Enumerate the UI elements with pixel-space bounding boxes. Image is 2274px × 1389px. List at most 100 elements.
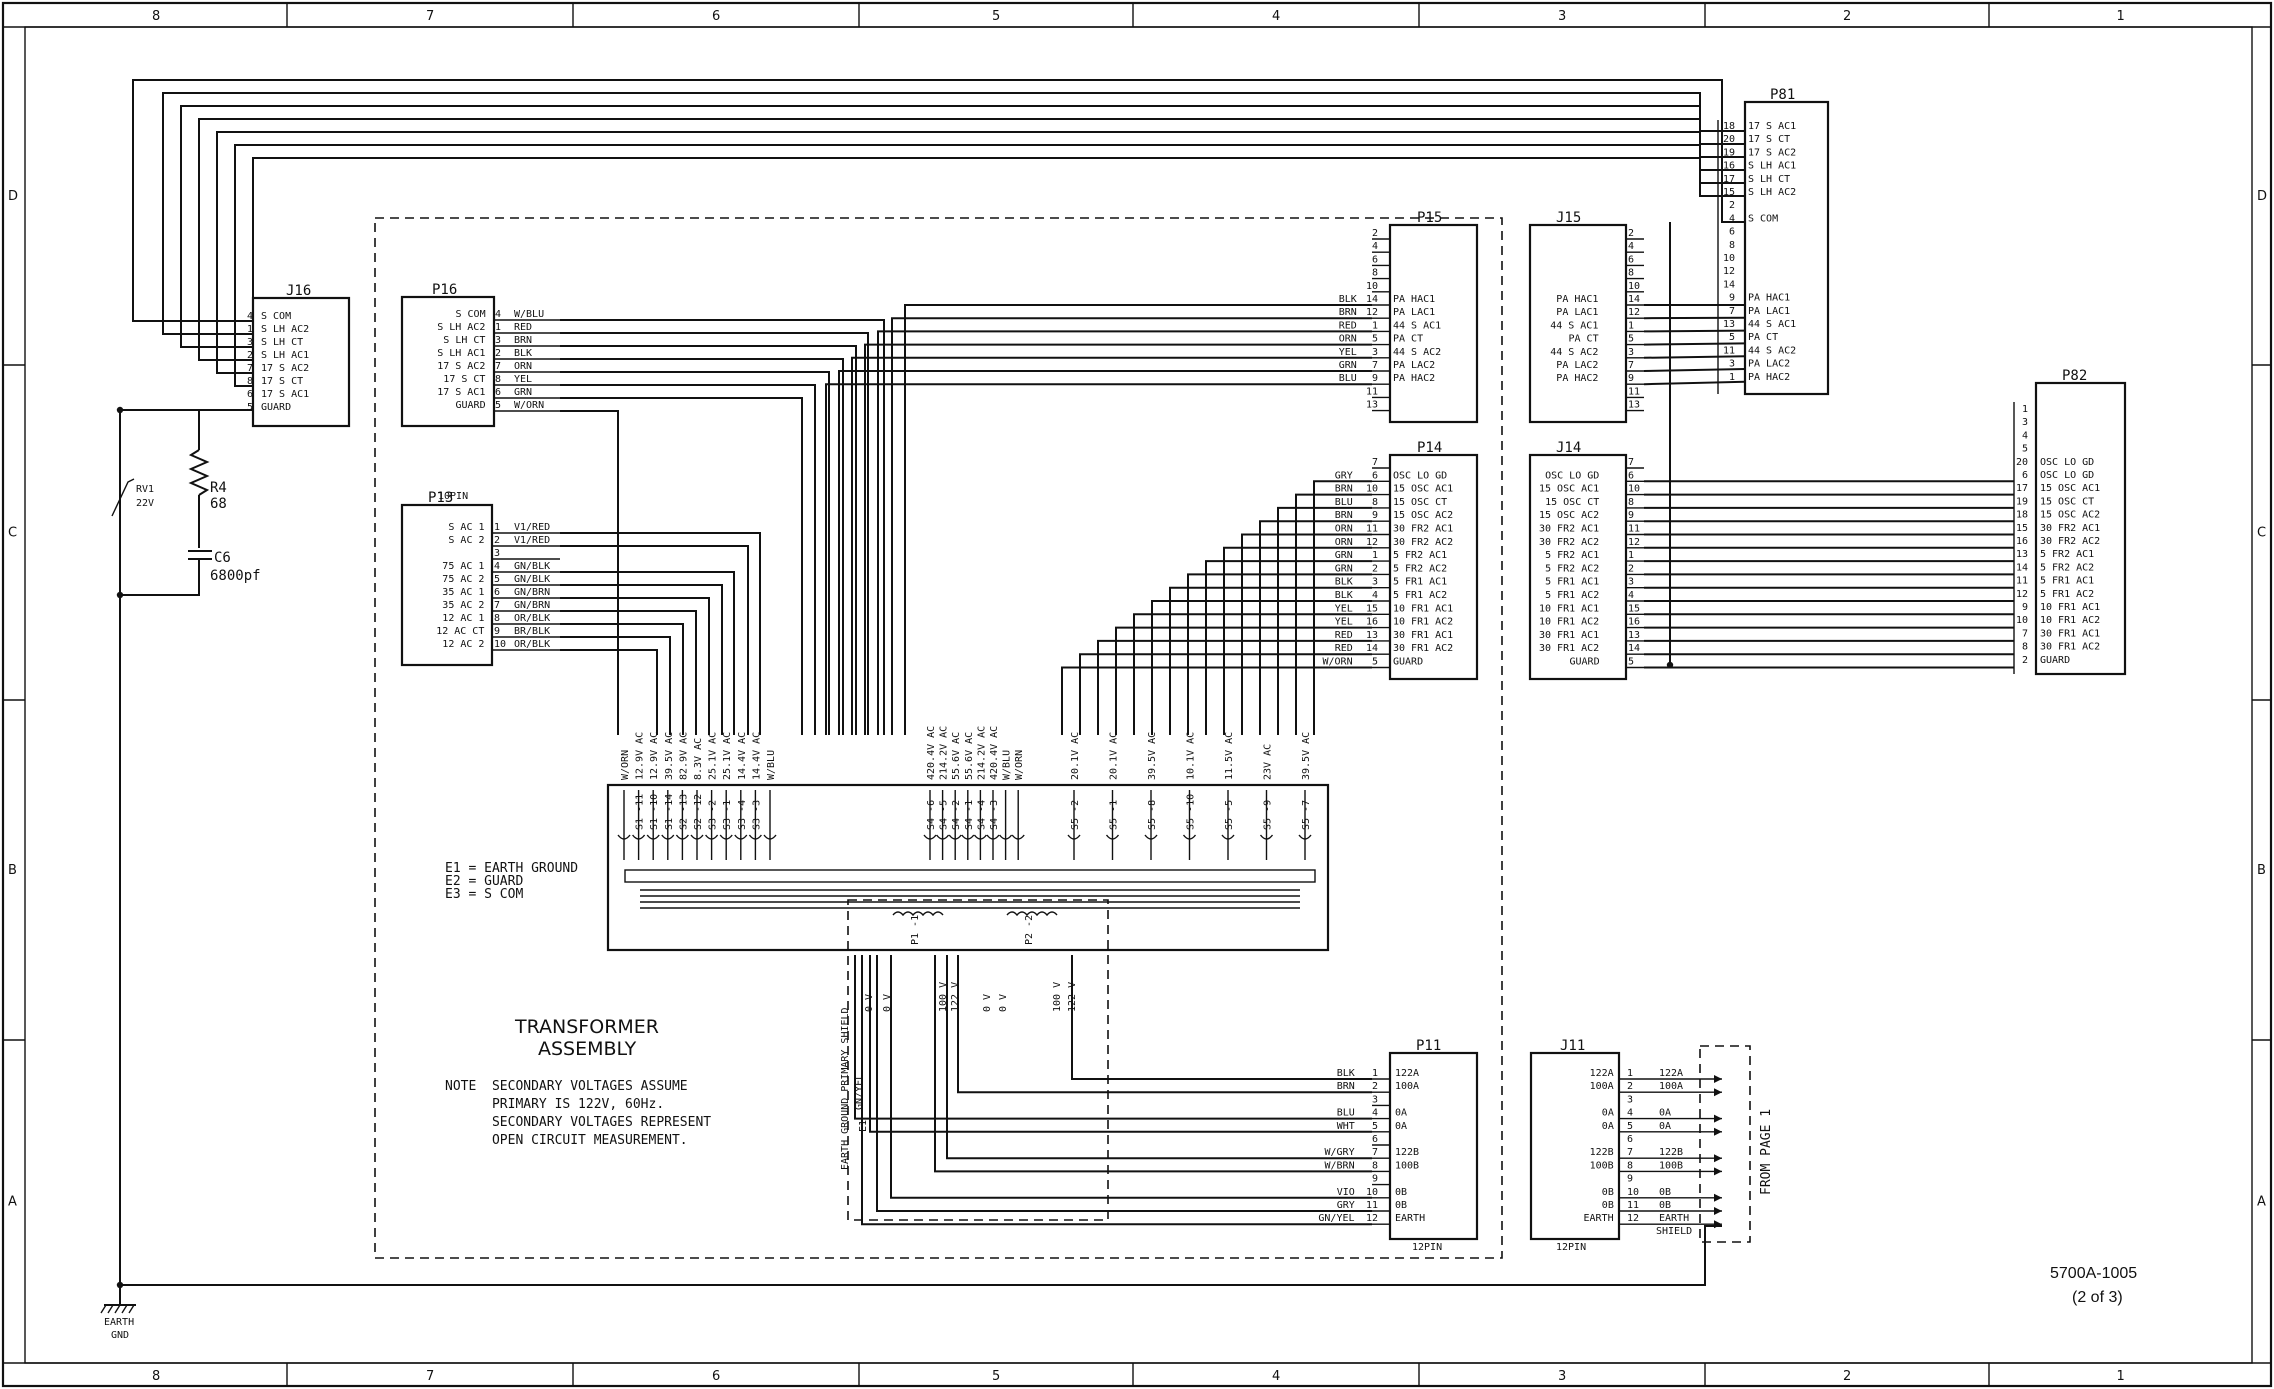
j15-pin-signal: 44 S AC2 <box>1550 347 1598 358</box>
j15-pin-num: 4 <box>1628 241 1634 252</box>
col-zone-bottom: 7 <box>426 1369 434 1384</box>
col-zone-top: 1 <box>2117 9 2125 24</box>
primary-coil <box>892 911 944 917</box>
j14-box <box>1528 453 1628 681</box>
p13-pin-signal: S AC 1 <box>448 522 484 533</box>
left-voltage-label: 14.4V AC <box>737 732 748 780</box>
p82-pin-num: 18 <box>2016 510 2028 521</box>
p81-pin-num: 3 <box>1729 359 1735 370</box>
svg-text:SECONDARY VOLTAGES REPRESENT: SECONDARY VOLTAGES REPRESENT <box>445 1115 711 1130</box>
p14-pin-signal: 30 FR1 AC1 <box>1393 630 1453 641</box>
j15-pin-num: 5 <box>1628 334 1634 345</box>
p14-wire-color: GRN <box>1335 550 1353 561</box>
p11-box <box>1388 1051 1479 1241</box>
p81-pin-signal: S LH AC2 <box>1748 187 1796 198</box>
p16-box <box>400 295 496 428</box>
p15-pin-num: 2 <box>1372 228 1378 239</box>
j16-pin-num: 1 <box>247 324 253 335</box>
assembly-title: TRANSFORMER ASSEMBLY <box>514 1016 659 1060</box>
j15-pin-num: 9 <box>1628 373 1634 384</box>
j11-pin-signal: 0B <box>1602 1200 1614 1211</box>
p11-pin-num: 6 <box>1372 1134 1378 1145</box>
p11-wire-color: WHT <box>1337 1121 1355 1132</box>
col-zone-top: 3 <box>1558 9 1566 24</box>
p82-pin-signal: OSC LO GD <box>2040 470 2094 481</box>
p82-pin-num: 10 <box>2016 615 2028 626</box>
p15-to-xfmr <box>877 330 1372 735</box>
p13-to-xfmr <box>560 545 749 735</box>
p82-pin-signal: 10 FR1 AC2 <box>2040 615 2100 626</box>
j15-title: J15 <box>1556 210 1581 226</box>
mid-voltage-label: W/ORN <box>1014 750 1025 780</box>
svg-text:RV1: RV1 <box>136 484 154 495</box>
winding-coil <box>986 834 1000 840</box>
p13-to-xfmr <box>560 597 710 735</box>
left-winding-pin: S1 -11 <box>635 794 646 830</box>
p81-pin-num: 19 <box>1723 147 1735 158</box>
core-lamination <box>624 869 1316 883</box>
p16-pin-num: 3 <box>495 335 501 346</box>
p13-pin-num: 4 <box>494 561 500 572</box>
arrow-head <box>1714 1075 1722 1083</box>
p13-pin-num: 2 <box>494 535 500 546</box>
j15-pin-signal: PA CT <box>1569 334 1599 345</box>
p13-pin-signal: 12 AC 2 <box>442 639 484 650</box>
p16-wire-color: YEL <box>514 374 532 385</box>
p16-pin-signal: S LH CT <box>443 335 485 346</box>
j11-pin-num: 10 <box>1627 1187 1639 1198</box>
j11-pin-num: 11 <box>1627 1200 1639 1211</box>
j11-pin-signal: 122A <box>1590 1068 1614 1079</box>
p16-pin-num: 2 <box>495 348 501 359</box>
j15-pin-signal: PA HAC2 <box>1556 373 1598 384</box>
p14-to-xfmr <box>1187 573 1372 735</box>
rv1-varistor: RV1 22V <box>136 484 154 509</box>
p81-pin-signal: 17 S AC2 <box>1748 147 1796 158</box>
svg-text:OPEN CIRCUIT MEASUREMENT.: OPEN CIRCUIT MEASUREMENT. <box>445 1133 688 1148</box>
svg-text:C6: C6 <box>214 550 231 566</box>
p82-pin-signal: 10 FR1 AC1 <box>2040 602 2100 613</box>
j14-pin-num: 10 <box>1628 484 1640 495</box>
j16-pin-signal: 17 S AC1 <box>261 389 309 400</box>
p81-pin-signal: 44 S AC2 <box>1748 345 1796 356</box>
p82-pin-num: 16 <box>2016 536 2028 547</box>
p81-pin-num: 4 <box>1729 213 1735 224</box>
svg-text:22V: 22V <box>136 498 154 509</box>
p11-wire-color: BRN <box>1337 1081 1355 1092</box>
primary-voltage-label: 0 V <box>882 994 893 1012</box>
p14-pin-num: 10 <box>1366 484 1378 495</box>
j14-pin-signal: 30 FR2 AC1 <box>1539 524 1599 535</box>
p11-pin-num: 2 <box>1372 1081 1378 1092</box>
arrow-head <box>1714 1207 1722 1215</box>
right-winding-pin: S5 -2 <box>1070 800 1081 830</box>
p16-wire-color: BLK <box>514 348 532 359</box>
p11-pin-num: 11 <box>1366 1200 1378 1211</box>
winding-coil <box>1144 834 1158 840</box>
j11-pin-num: 12 <box>1627 1213 1639 1224</box>
p15-pin-num: 14 <box>1366 294 1378 305</box>
p11-wire-color: W/BRN <box>1325 1160 1355 1171</box>
p11-pin-signal: 0B <box>1395 1200 1407 1211</box>
mid-winding-pin: S4 -1 <box>964 800 975 830</box>
p16-wire-color: BRN <box>514 335 532 346</box>
p15-to-xfmr <box>851 356 1372 735</box>
j11-pin-signal: 0A <box>1602 1108 1614 1119</box>
j15-pin-signal: PA LAC1 <box>1556 307 1598 318</box>
p82-pin-num: 1 <box>2022 404 2028 415</box>
p82-pin-signal: 30 FR1 AC1 <box>2040 628 2100 639</box>
winding-coil <box>661 834 675 840</box>
j11-pin-num: 5 <box>1627 1121 1633 1132</box>
p15-wire-color: ORN <box>1339 334 1357 345</box>
p11-wire-color: GN/YEL <box>1318 1213 1354 1224</box>
p13-pin-num: 9 <box>494 626 500 637</box>
p15-wire-color: GRN <box>1339 360 1357 371</box>
mid-voltage-label: 55.6V AC <box>951 732 962 780</box>
p14-pin-signal: 30 FR1 AC2 <box>1393 643 1453 654</box>
p13-wire-color: OR/BLK <box>514 613 550 624</box>
j14-pin-num: 16 <box>1628 617 1640 628</box>
j15-pin-num: 8 <box>1628 268 1634 279</box>
j11-pin-num: 2 <box>1627 1081 1633 1092</box>
j14-pin-signal: GUARD <box>1570 657 1600 668</box>
j16-pin-signal: S LH AC2 <box>261 324 309 335</box>
